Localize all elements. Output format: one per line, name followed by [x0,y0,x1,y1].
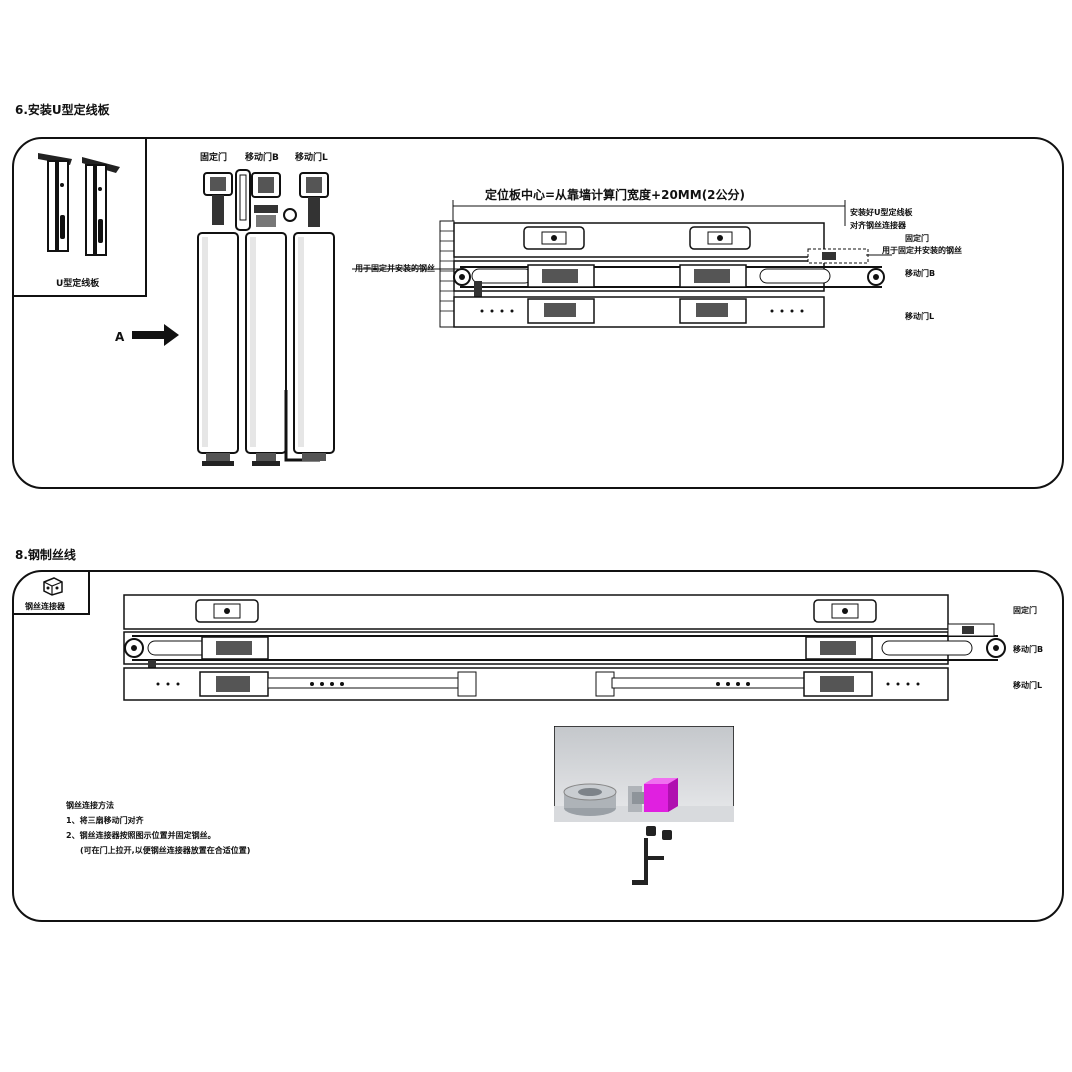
right-cable-note: 用于固定并安装的钢丝 [882,246,962,255]
right-fixed-door: 固定门 [905,234,929,243]
arrow-right-icon [132,324,179,346]
s8-right-move-l: 移动门L [1013,681,1043,690]
connector-inset [12,570,90,615]
connector-render [554,726,734,822]
dimension-label: 定位板中心=从靠墙计算门宽度+20MM(2公分) [485,188,746,202]
section6-heading: 6.安装U型定线板 [15,103,110,117]
trolley-label-fixed: 固定门 [200,153,228,163]
trolley-assembly [197,169,335,466]
u-plate-inset [12,137,147,297]
section8-heading: 8.钢制丝线 [15,548,76,562]
s8-right-fixed: 固定门 [1013,606,1037,615]
right-move-b: 移动门B [905,269,936,278]
trolley-label-move-l: 移动门L [295,153,328,163]
s8-right-move-b: 移动门B [1013,645,1044,654]
u-plate-icon [38,153,120,256]
connector-inset-label: 钢丝连接器 [25,602,65,611]
method-title: 钢丝连接方法 [66,801,114,810]
set-screws-wrench [632,826,672,885]
method-step-3: (可在门上拉开,以便钢丝连接器放置在合适位置) [80,846,251,855]
right-move-l: 移动门L [905,312,935,321]
cable-connector-icon [43,577,63,596]
track-diagram-bottom [123,594,1006,701]
track-diagram-top [352,220,892,328]
u-plate-label: U型定线板 [56,279,100,289]
right-note-2: 对齐钢丝连接器 [850,221,906,230]
method-step-2: 2、钢丝连接器按照图示位置并固定钢丝。 [66,831,216,840]
right-note-1: 安装好U型定线板 [850,208,913,217]
method-step-1: 1、将三扇移动门对齐 [66,816,144,825]
left-cable-note: 用于固定并安装的钢丝 [355,264,435,273]
trolley-label-move-b: 移动门B [245,153,279,163]
arrow-a-label: A [115,330,125,344]
